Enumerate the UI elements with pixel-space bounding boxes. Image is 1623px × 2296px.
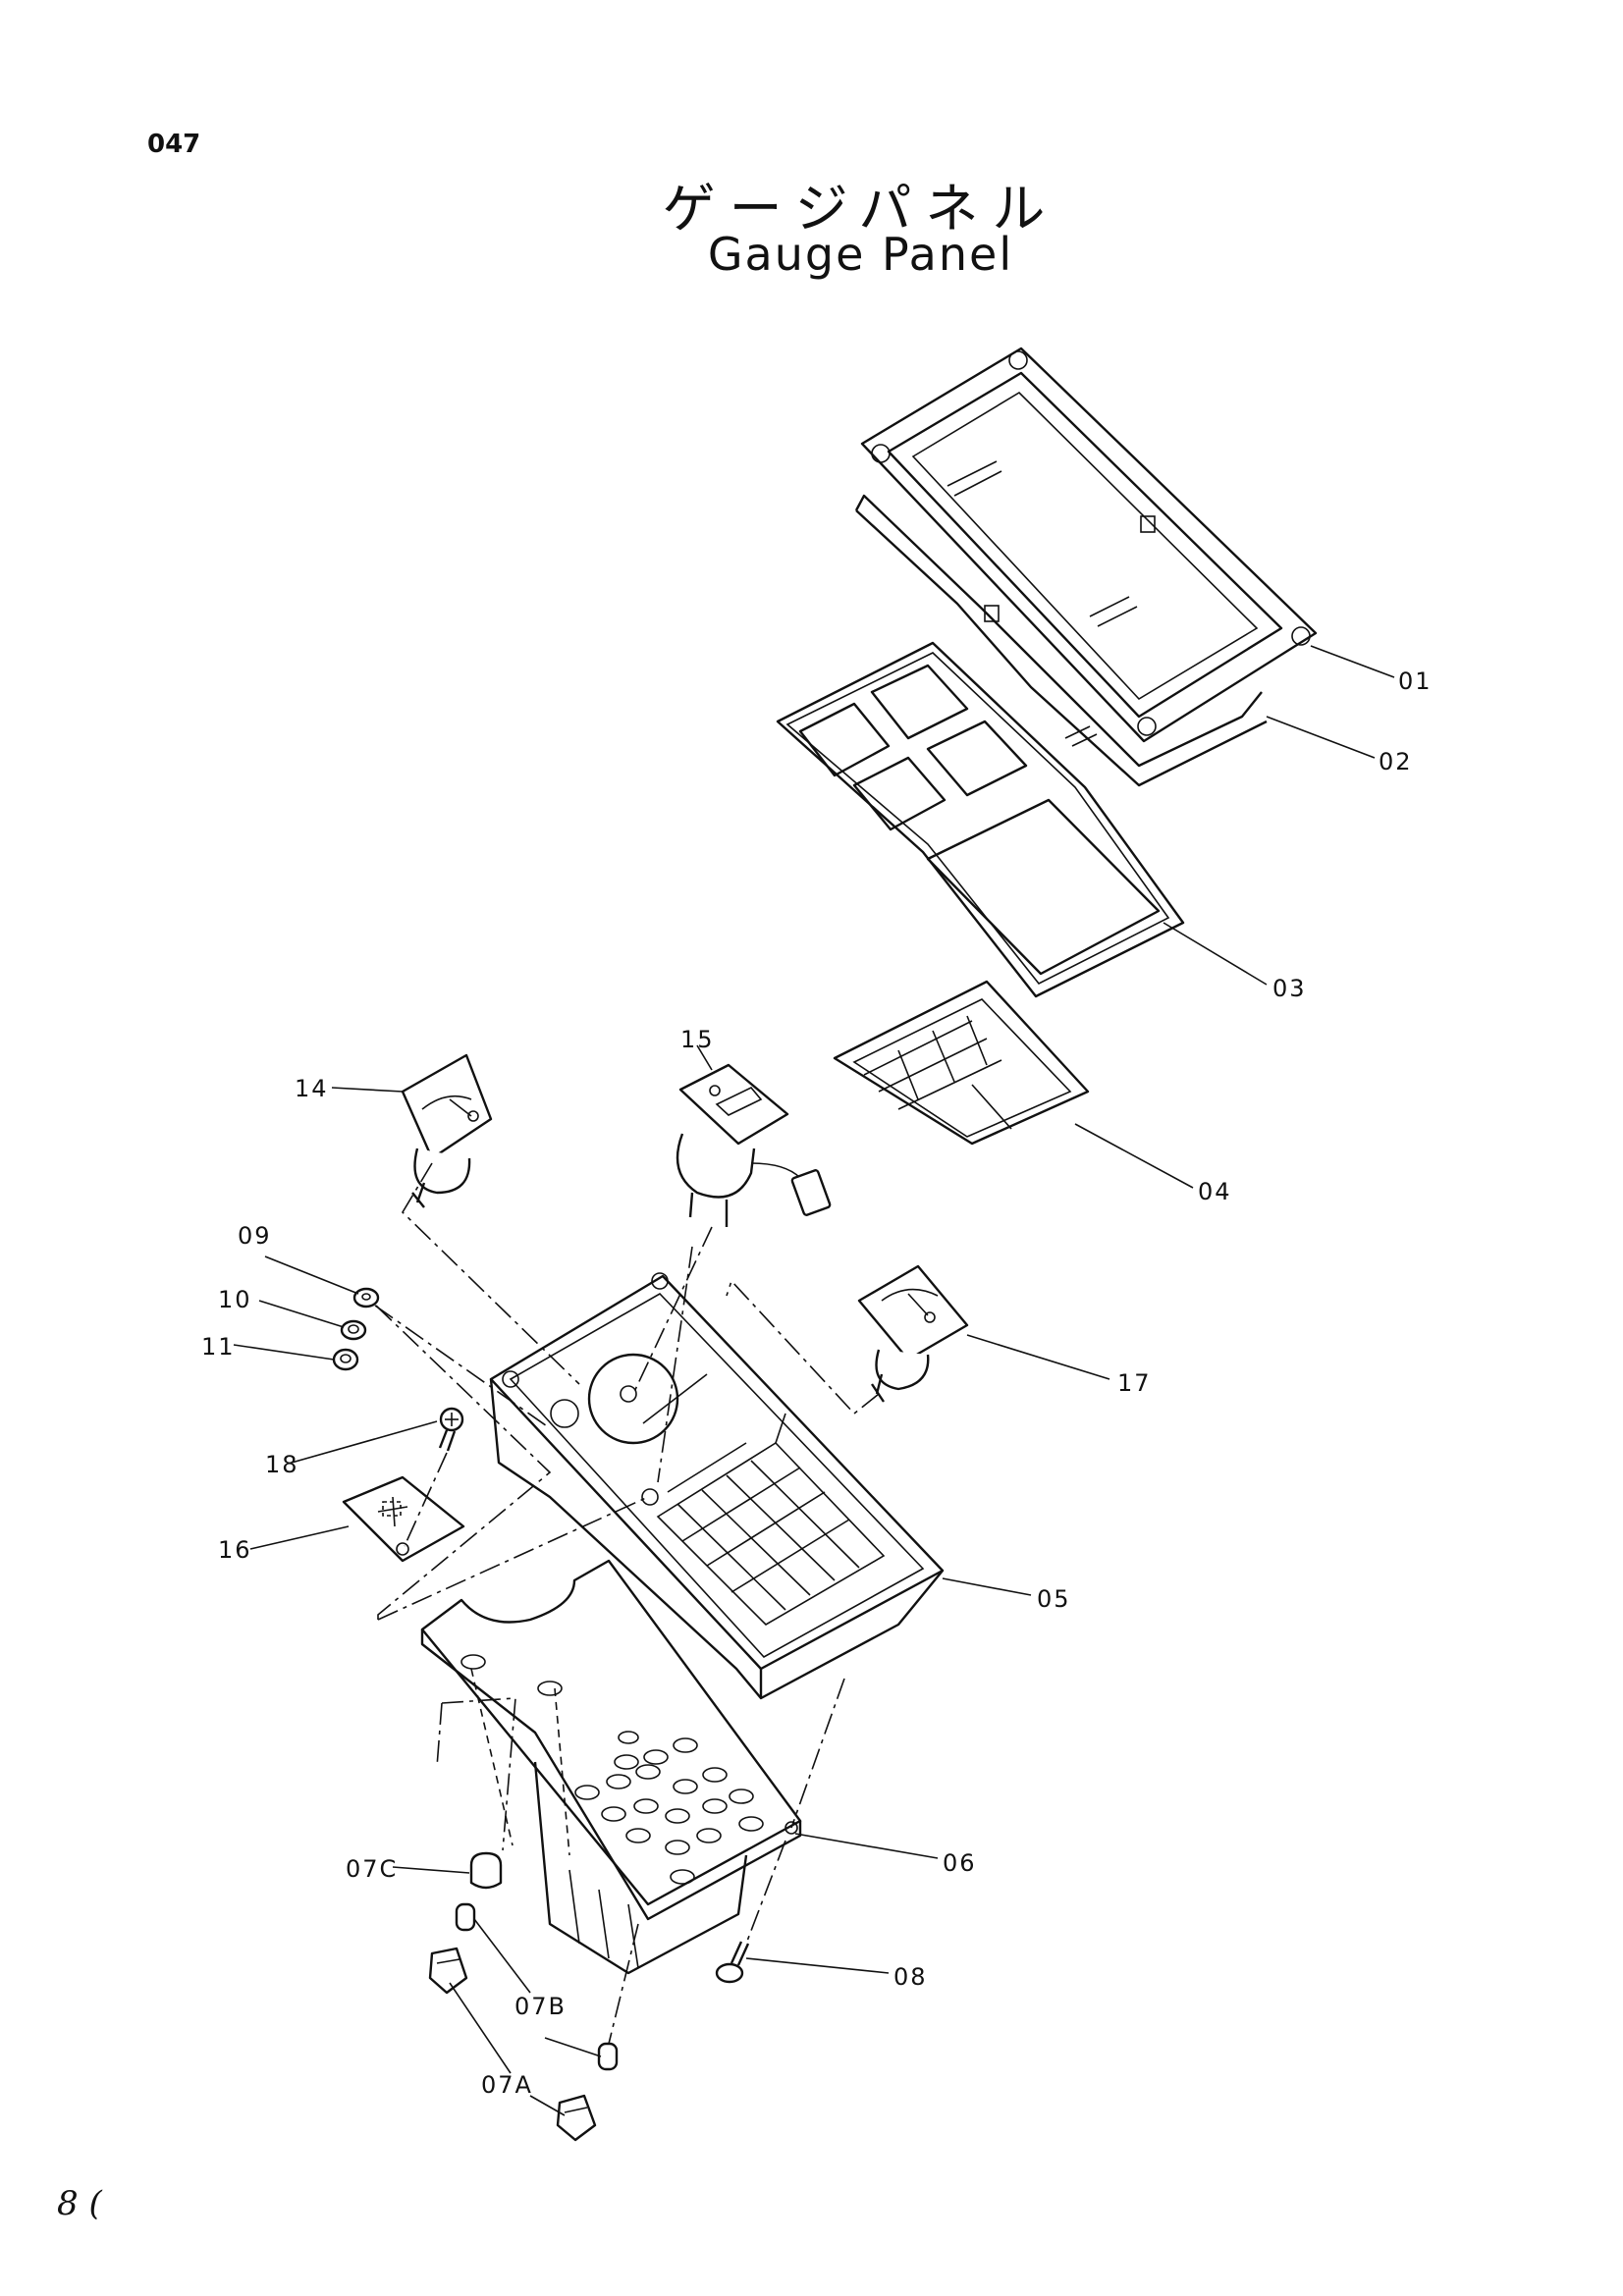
part-14-gauge xyxy=(401,1053,493,1208)
callout-08: 08 xyxy=(893,1963,928,1991)
part-02-glass xyxy=(854,494,1268,787)
callout-17: 17 xyxy=(1117,1369,1152,1397)
part-01-bezel xyxy=(860,347,1318,743)
part-16-plate xyxy=(342,1475,465,1563)
callout-03: 03 xyxy=(1272,975,1307,1002)
callout-06: 06 xyxy=(943,1849,977,1877)
part-09-washer xyxy=(352,1287,380,1308)
page-title-english: Gauge Panel xyxy=(707,228,1014,281)
handwritten-mark: 8 ( xyxy=(57,2184,102,2223)
callout-07b: 07B xyxy=(514,1993,568,2020)
assembly-lines xyxy=(374,1162,880,2045)
callout-07c: 07C xyxy=(346,1855,399,1883)
callout-16: 16 xyxy=(218,1536,252,1564)
callout-14: 14 xyxy=(295,1075,329,1102)
part-11-nut xyxy=(332,1348,359,1371)
callout-07a: 07A xyxy=(481,2071,533,2099)
leader-lines xyxy=(233,645,1395,2116)
part-07b-bulb xyxy=(455,1902,619,2071)
callout-02: 02 xyxy=(1379,748,1413,775)
part-03-window-frame xyxy=(776,641,1185,998)
part-05-housing xyxy=(489,1272,945,1700)
callout-09: 09 xyxy=(238,1222,272,1250)
callout-10: 10 xyxy=(218,1286,252,1313)
callout-04: 04 xyxy=(1198,1178,1232,1205)
callout-11: 11 xyxy=(201,1333,236,1361)
part-17-gauge xyxy=(857,1264,969,1403)
part-10-washer xyxy=(340,1319,367,1341)
part-04-cover-plate xyxy=(833,980,1090,1146)
part-07c-cap xyxy=(469,1851,503,1890)
callout-05: 05 xyxy=(1037,1585,1071,1613)
part-06-base-plate xyxy=(420,1559,802,1975)
callout-01: 01 xyxy=(1398,667,1433,695)
part-18-screw xyxy=(438,1407,464,1452)
callout-15: 15 xyxy=(680,1026,715,1053)
part-15-gauge xyxy=(676,1063,832,1227)
page-number: 047 xyxy=(147,130,201,159)
callout-18: 18 xyxy=(265,1451,299,1478)
part-07a-socket xyxy=(428,1947,597,2142)
page-title-japanese: ゲージパネル xyxy=(662,178,1059,240)
part-08-screw xyxy=(715,1941,750,1984)
